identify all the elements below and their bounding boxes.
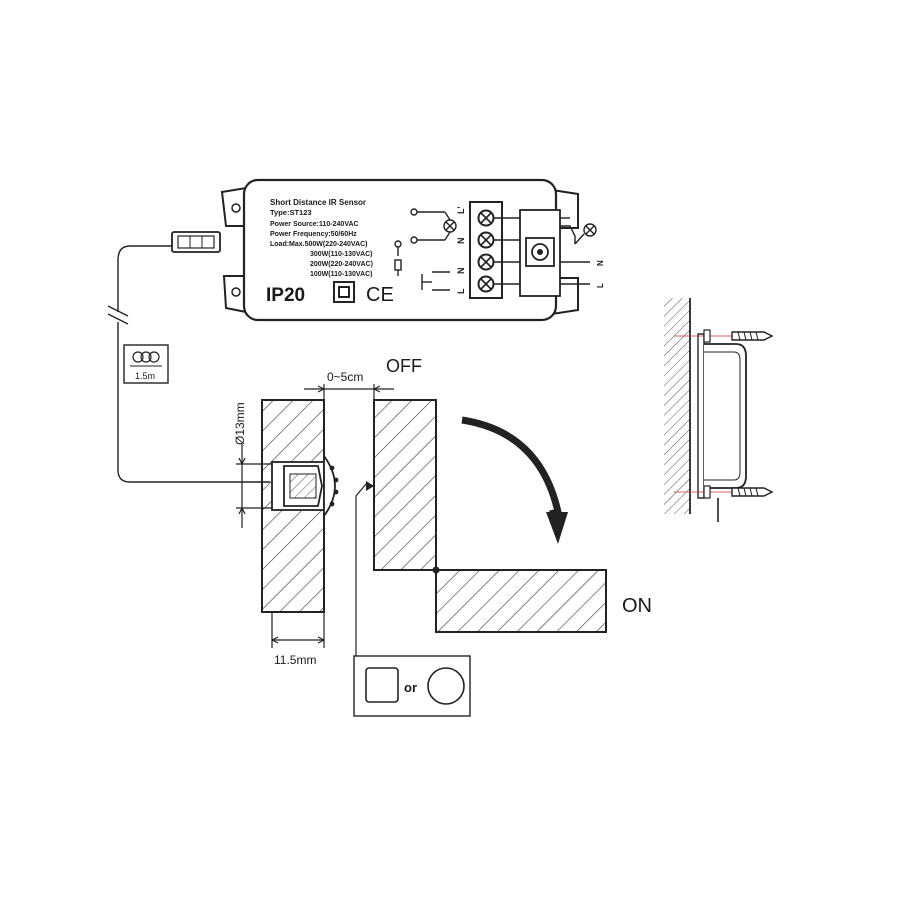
terminal-label-l: L <box>456 288 466 294</box>
supply-label-l: L <box>596 283 605 288</box>
ir-sensor-head <box>271 453 339 519</box>
depth-label: 11.5mm <box>274 653 316 667</box>
state-on-label: ON <box>622 595 652 617</box>
wiring-symbols <box>394 208 457 291</box>
surface-or-label: or <box>404 680 417 695</box>
double-insulation-icon <box>333 281 355 303</box>
device-title: Short Distance IR Sensor <box>270 198 366 207</box>
square-surface-icon <box>365 667 399 703</box>
device-power-source: Power Source:110-240VAC <box>270 221 359 228</box>
ce-mark: CE <box>366 284 394 306</box>
ip-rating: IP20 <box>266 285 305 306</box>
round-surface-icon <box>427 667 465 705</box>
door-panel-on <box>435 569 607 633</box>
device-load-4: 100W(110-130VAC) <box>310 271 373 278</box>
diameter-dimension <box>236 444 272 528</box>
device-type: Type:ST123 <box>270 208 312 217</box>
sensor-cable <box>107 245 270 483</box>
door-panel-off <box>373 399 437 571</box>
gap-dimension <box>304 384 394 400</box>
wall-section <box>664 298 690 514</box>
terminal-label-n1: N <box>456 238 466 245</box>
surface-leader-line <box>355 483 375 656</box>
device-load-3: 200W(220-240VAC) <box>310 261 373 268</box>
side-mounting-view <box>664 298 774 522</box>
diameter-label: Ø13mm <box>233 402 247 445</box>
cabinet-cross-section: 0~5cm Ø13mm 11.5mm OFF ON <box>233 356 652 667</box>
device-load-2: 300W(110-130VAC) <box>310 251 373 258</box>
device-power-frequency: Power Frequency:50/60Hz <box>270 231 357 238</box>
gap-label: 0~5cm <box>327 370 363 384</box>
screw-top-icon <box>674 329 774 343</box>
state-off-label: OFF <box>386 356 422 376</box>
terminal-label-lprime: L' <box>456 206 466 214</box>
depth-dimension <box>271 612 325 648</box>
external-wires <box>494 217 597 285</box>
cable-length: 1.5m <box>135 371 155 381</box>
device-load-max: Load:Max.500W(220-240VAC) <box>270 241 368 248</box>
surface-options <box>353 655 471 717</box>
sensor-control-box: Short Distance IR Sensor Type:ST123 Powe… <box>171 178 605 322</box>
cable-coil-icon <box>123 344 169 384</box>
terminal-label-n2: N <box>456 268 466 275</box>
connector-plug <box>171 231 221 253</box>
supply-label-n: N <box>596 260 605 266</box>
screw-bottom-icon <box>674 485 774 499</box>
door-swing-arrow <box>461 416 568 544</box>
